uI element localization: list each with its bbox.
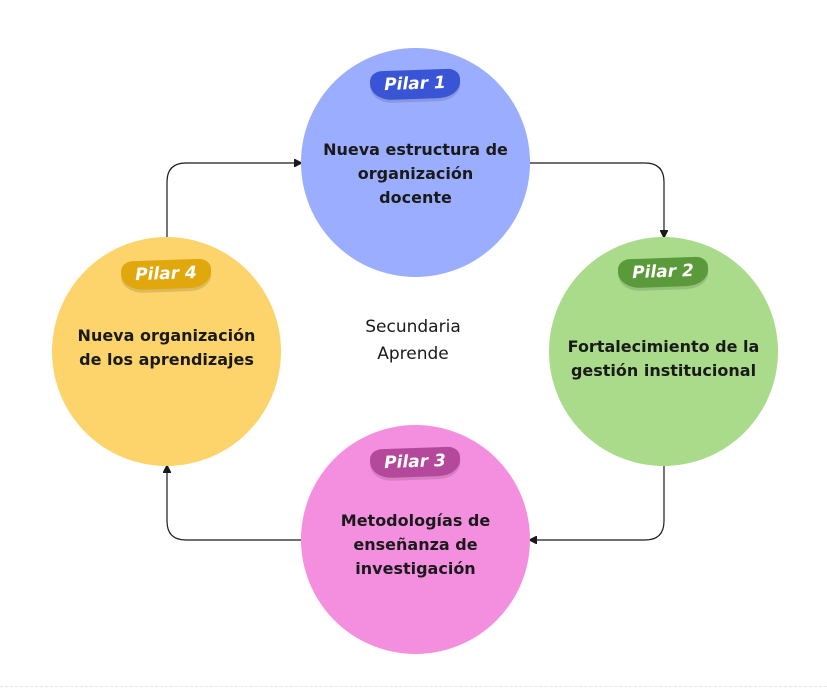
pillar-1-badge: Pilar 1 xyxy=(369,68,461,101)
center-title: Secundaria Aprende xyxy=(365,317,461,364)
arrow-pilar3-to-pilar4 xyxy=(167,466,301,541)
arrow-pilar2-to-pilar3 xyxy=(530,466,665,540)
arrow-pilar1-to-pilar2 xyxy=(530,162,664,237)
pillar-2-badge: Pilar 2 xyxy=(617,256,709,289)
pillar-2-text: Fortalecimiento de la gestión institucio… xyxy=(567,336,760,380)
pillar-4-text: Nueva organización de los aprendizajes xyxy=(77,325,256,369)
pillar-3-badge: Pilar 3 xyxy=(369,446,461,479)
pillar-1-text: Nueva estructura de organización docente xyxy=(323,139,508,207)
arrow-pilar4-to-pilar1 xyxy=(166,163,301,237)
pillar-4-badge: Pilar 4 xyxy=(120,258,212,291)
bottom-divider xyxy=(0,686,827,687)
pillar-3-text: Metodologías de enseñanza de investigaci… xyxy=(340,510,491,578)
pillar-3-circle: Metodologías de enseñanza de investigaci… xyxy=(301,425,530,654)
